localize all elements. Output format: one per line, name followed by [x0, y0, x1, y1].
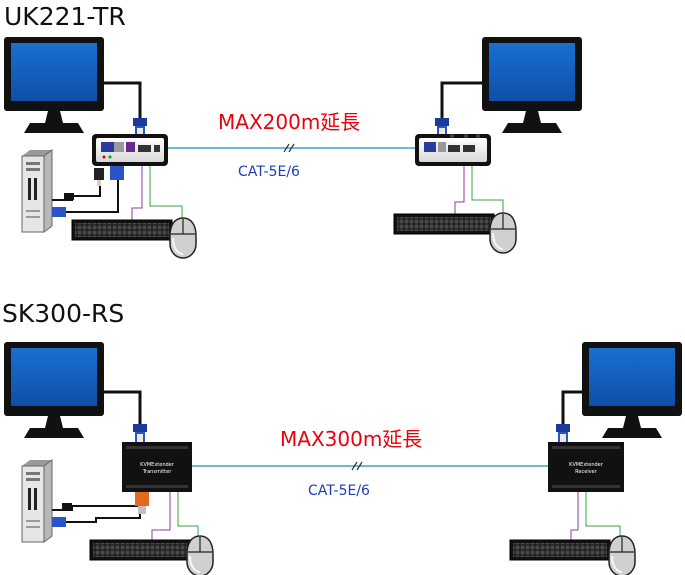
- keyboard-cable: [454, 166, 465, 214]
- mouse-icon: [489, 212, 517, 254]
- video-cable: [104, 390, 142, 426]
- distance-label-sk300: MAX300m延長: [280, 427, 423, 451]
- monitor-icon: [4, 342, 104, 438]
- transmitter-brand-text: KVMExtender: [140, 462, 175, 468]
- keyboard-cable: [131, 166, 143, 220]
- mouse-cable: [177, 492, 199, 536]
- extender-unit-icon: KVMExtender Receiver: [548, 442, 624, 492]
- vga-connector-icon: [133, 424, 147, 444]
- usb-connector-icon: [62, 503, 72, 510]
- cable-break-mark: [351, 461, 363, 471]
- mouse-icon: [169, 217, 197, 259]
- usb-connector-icon: [94, 168, 104, 180]
- keyboard-icon: [393, 213, 495, 235]
- cable-label-sk300: CAT-5E/6: [308, 483, 370, 499]
- vga-connector-icon: [110, 166, 124, 180]
- keyboard-cable: [151, 492, 171, 540]
- vga-connector-icon: [52, 517, 66, 527]
- pc-tower-icon: [21, 459, 53, 543]
- mouse-cable: [149, 166, 183, 220]
- distance-label-uk221: MAX200m延長: [218, 110, 361, 134]
- mouse-cable: [471, 166, 504, 214]
- section-title-sk300: SK300-RS: [2, 299, 125, 328]
- extender-unit-icon: [92, 134, 168, 166]
- mouse-icon: [608, 535, 636, 575]
- keyboard-icon: [89, 539, 191, 561]
- usb-connector-icon: [64, 193, 74, 200]
- monitor-icon: [582, 342, 682, 438]
- cable-break-mark: [283, 143, 295, 153]
- receiver-brand-text: KVMExtender: [569, 462, 604, 468]
- receiver-role-text: Receiver: [575, 469, 598, 475]
- transmitter-role-text: Transmitter: [142, 469, 172, 475]
- extender-unit-icon: [415, 134, 491, 166]
- vga-connector-icon: [556, 424, 570, 444]
- pc-tower-icon: [21, 149, 53, 233]
- keyboard-cable: [570, 492, 579, 540]
- extender-unit-icon: KVMExtender Transmitter: [122, 442, 192, 492]
- cable-label-uk221: CAT-5E/6: [238, 164, 300, 180]
- monitor-icon: [482, 37, 582, 133]
- mouse-cable: [585, 492, 621, 536]
- vga-connector-icon: [52, 207, 66, 217]
- keyboard-icon: [509, 539, 611, 561]
- monitor-icon: [4, 37, 104, 133]
- mouse-icon: [186, 535, 214, 575]
- video-cable: [440, 81, 482, 120]
- video-cable: [561, 390, 582, 426]
- usb-connector-icon: [135, 492, 149, 506]
- keyboard-icon: [71, 219, 173, 241]
- section-title-uk221: UK221-TR: [4, 2, 126, 31]
- video-cable: [104, 81, 142, 120]
